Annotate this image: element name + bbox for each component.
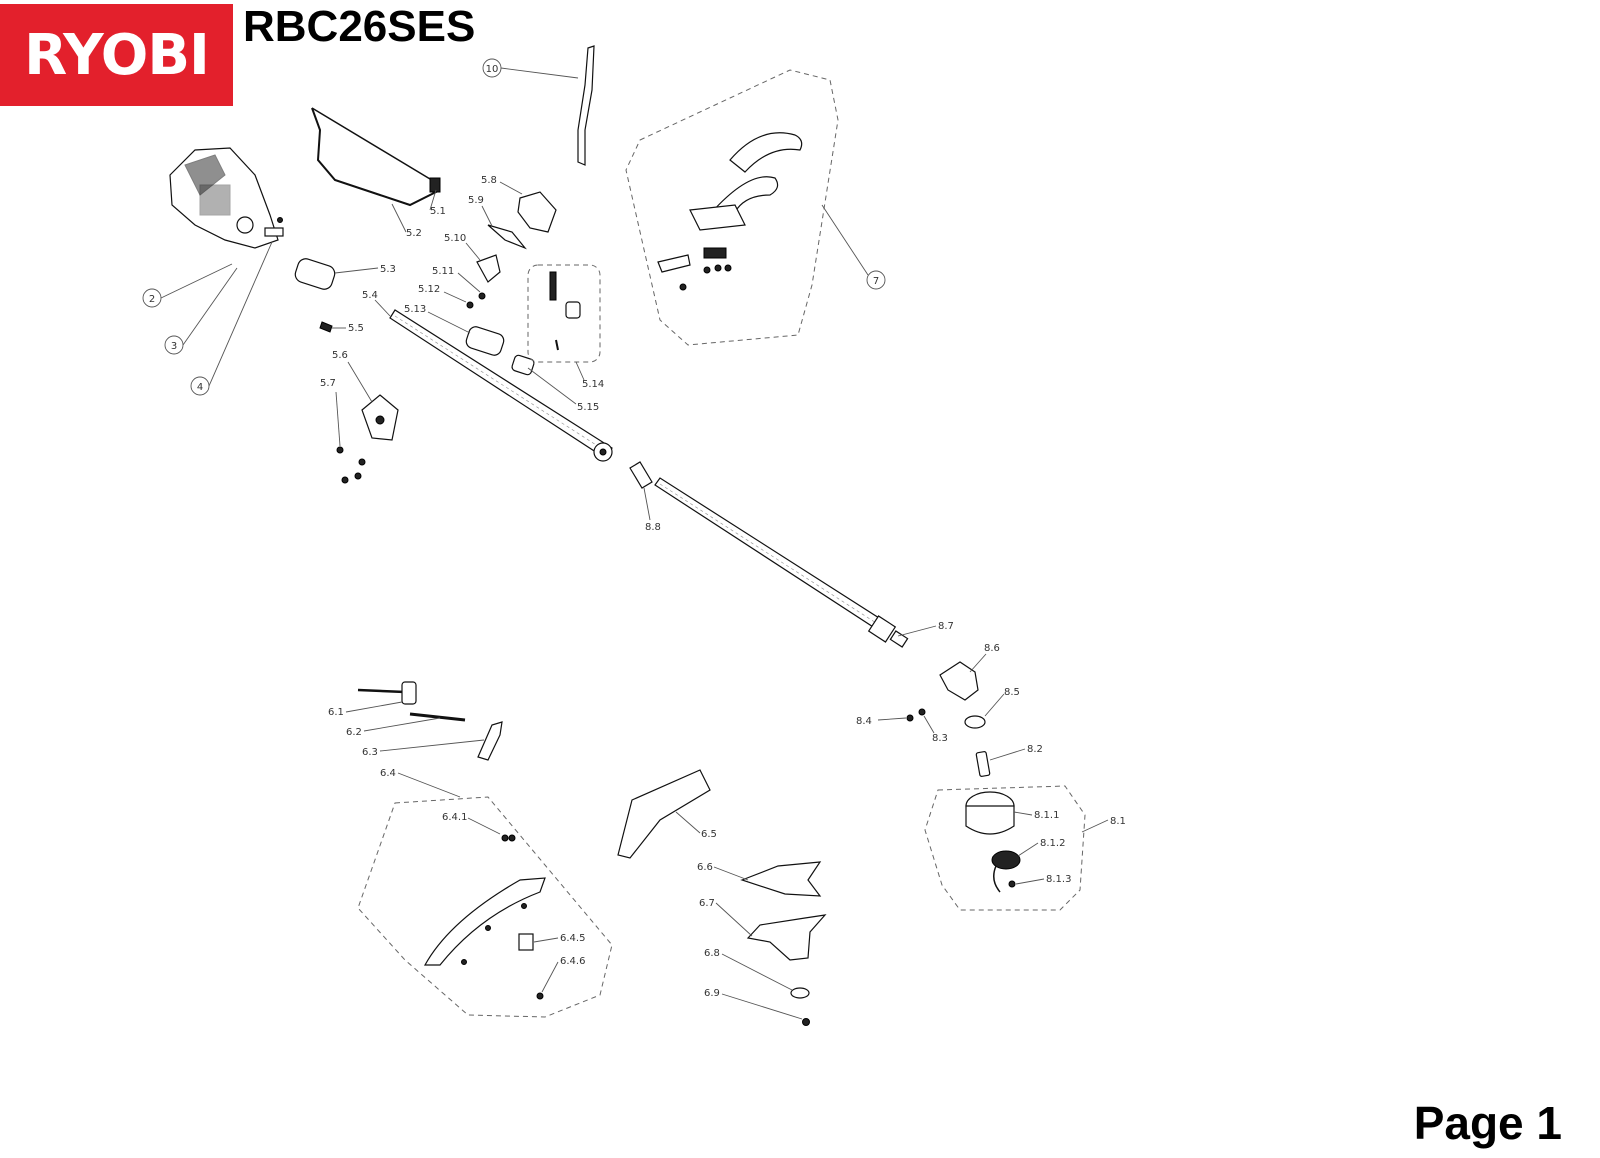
label-5-1: 5.1 xyxy=(430,206,446,217)
label-5-11: 5.11 xyxy=(432,266,454,277)
label-5-5: 5.5 xyxy=(348,323,364,334)
label-5-7: 5.7 xyxy=(320,378,336,389)
grip-5-15 xyxy=(511,354,535,376)
label-8-1: 8.1 xyxy=(1110,816,1126,827)
label-5-2: 5.2 xyxy=(406,228,422,239)
loop-handle xyxy=(729,132,803,173)
label-8-2: 8.2 xyxy=(1027,744,1043,755)
label-5-6: 5.6 xyxy=(332,350,348,361)
label-6-9: 6.9 xyxy=(704,988,720,999)
label-6-5: 6.5 xyxy=(701,829,717,840)
callout-10: 10 xyxy=(486,64,499,75)
blade-guard xyxy=(617,769,711,859)
label-8-8: 8.8 xyxy=(645,522,661,533)
lower-shaft xyxy=(629,461,909,648)
nut-6-9 xyxy=(802,1018,810,1026)
label-8-6: 8.6 xyxy=(984,643,1000,654)
grip-5-13 xyxy=(465,326,505,356)
label-5-15: 5.15 xyxy=(577,402,599,413)
label-8-1-1: 8.1.1 xyxy=(1034,810,1059,821)
callout-4: 4 xyxy=(197,382,203,393)
label-8-1-3: 8.1.3 xyxy=(1046,874,1071,885)
model-title: RBC26SES xyxy=(243,2,476,51)
spacer-8-2 xyxy=(975,751,991,777)
label-6-4-5: 6.4.5 xyxy=(560,933,585,944)
upper-shaft xyxy=(389,309,613,462)
callout-2: 2 xyxy=(149,294,155,305)
washer-8-5 xyxy=(964,715,986,729)
label-8-1-2: 8.1.2 xyxy=(1040,838,1065,849)
gear-head xyxy=(939,661,979,701)
label-6-4-6: 6.4.6 xyxy=(560,956,585,967)
label-8-7: 8.7 xyxy=(938,621,954,632)
group-6-4 xyxy=(357,796,613,1018)
label-5-10: 5.10 xyxy=(444,233,466,244)
harness-strap xyxy=(577,45,595,166)
guard xyxy=(423,877,546,966)
label-6-1: 6.1 xyxy=(328,707,344,718)
label-5-14: 5.14 xyxy=(582,379,604,390)
label-8-4: 8.4 xyxy=(856,716,872,727)
label-6-6: 6.6 xyxy=(697,862,713,873)
washer-6-8 xyxy=(790,987,810,999)
label-8-3: 8.3 xyxy=(932,733,948,744)
label-6-8: 6.8 xyxy=(704,948,720,959)
label-5-9: 5.9 xyxy=(468,195,484,206)
throttle-cable xyxy=(311,107,441,207)
label-5-4: 5.4 xyxy=(362,290,378,301)
label-5-8: 5.8 xyxy=(481,175,497,186)
label-5-12: 5.12 xyxy=(418,284,440,295)
callout-7: 7 xyxy=(873,276,879,287)
ryobi-logo: RYOBI xyxy=(0,4,233,106)
engine-assembly xyxy=(169,147,284,249)
tools xyxy=(357,681,503,761)
label-6-7: 6.7 xyxy=(699,898,715,909)
label-6-4: 6.4 xyxy=(380,768,396,779)
blade-6-7 xyxy=(746,914,827,961)
label-5-13: 5.13 xyxy=(404,304,426,315)
handle-controls xyxy=(466,191,557,309)
logo-text: RYOBI xyxy=(24,22,210,88)
label-8-5: 8.5 xyxy=(1004,687,1020,698)
group-5-14 xyxy=(527,264,601,363)
hanger-5-6 xyxy=(319,321,399,484)
blade-6-6 xyxy=(740,861,822,897)
callout-3: 3 xyxy=(171,341,177,352)
label-5-3: 5.3 xyxy=(380,264,396,275)
grip-5-3 xyxy=(294,258,336,290)
page-number: Page 1 xyxy=(1413,1097,1562,1149)
label-6-4-1: 6.4.1 xyxy=(442,812,467,823)
label-6-2: 6.2 xyxy=(346,727,362,738)
label-6-3: 6.3 xyxy=(362,747,378,758)
group-8-1 xyxy=(924,785,1086,911)
